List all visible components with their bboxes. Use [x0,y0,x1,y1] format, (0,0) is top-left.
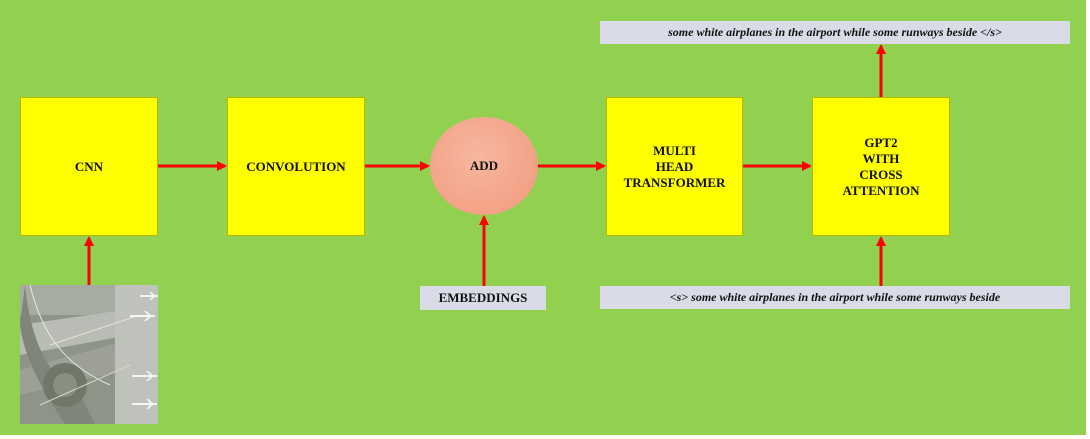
embeddings-label: EMBEDDINGS [420,286,546,310]
input-caption-text: <s> some white airplanes in the airport … [669,290,1001,304]
gpt2-cross-attention-block: GPT2 WITH CROSS ATTENTION [812,97,950,236]
multi-head-transformer-block: MULTI HEAD TRANSFORMER [606,97,743,236]
cnn-block: CNN [20,97,158,236]
aerial-airport-image [20,285,158,424]
output-caption: some white airplanes in the airport whil… [600,21,1070,44]
cnn-label: CNN [74,158,104,174]
embeddings-text: EMBEDDINGS [438,290,528,305]
convolution-block: CONVOLUTION [227,97,365,236]
input-caption: <s> some white airplanes in the airport … [600,286,1070,309]
add-label: ADD [469,158,499,173]
convolution-label: CONVOLUTION [246,158,346,174]
add-node: ADD [430,117,538,215]
gpt2-label: GPT2 WITH CROSS ATTENTION [842,134,920,198]
output-caption-text: some white airplanes in the airport whil… [668,25,1002,39]
transformer-label: MULTI HEAD TRANSFORMER [623,142,726,190]
